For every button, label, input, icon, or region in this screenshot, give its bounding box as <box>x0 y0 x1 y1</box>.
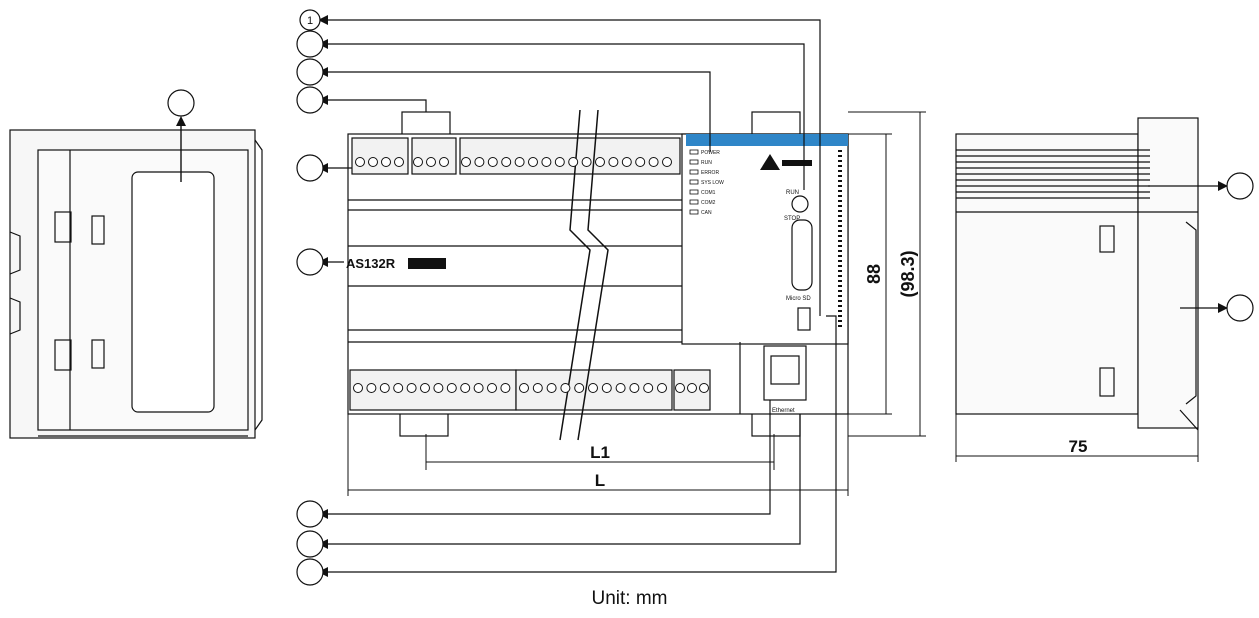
right-dimension-lines <box>955 414 1199 462</box>
terminal-screw <box>568 157 579 167</box>
callout-11 <box>1226 172 1254 200</box>
led-com1 <box>689 189 699 195</box>
terminal-screw <box>601 383 612 393</box>
terminal-screw <box>433 383 444 393</box>
dim-height-total: (98.3) <box>898 250 918 297</box>
switch-label-stop: STOP <box>784 216 800 222</box>
terminal-screw <box>439 157 449 167</box>
dim-depth: 75 <box>1069 437 1088 456</box>
terminal-screw <box>648 157 659 167</box>
callout-5 <box>296 154 324 182</box>
terminal-screw <box>675 383 685 393</box>
terminal-screw <box>699 383 709 393</box>
terminal-screw <box>657 383 667 393</box>
terminal-screw <box>379 383 390 393</box>
callout-left-arrow <box>176 116 186 182</box>
front-dimension-lines <box>347 111 926 496</box>
model-label-bar <box>408 258 446 269</box>
terminal-screw <box>474 157 485 167</box>
terminal-screw <box>588 383 598 393</box>
terminal-screw <box>643 383 654 393</box>
right-side-fins <box>956 149 1150 199</box>
delta-logo <box>760 154 812 170</box>
terminal-screw <box>413 157 423 167</box>
terminal-screw <box>687 383 697 393</box>
led-power <box>689 149 699 155</box>
terminal-screw <box>541 157 552 167</box>
terminal-screw <box>393 383 404 393</box>
terminal-screw <box>394 157 404 167</box>
terminal-screw <box>487 157 498 167</box>
led-label: RUN <box>701 160 712 166</box>
terminal-screw <box>500 383 511 393</box>
terminal-screw <box>621 157 632 167</box>
terminal-screw <box>406 383 417 393</box>
callout-10 <box>167 89 195 117</box>
unit-caption: Unit: mm <box>591 588 668 609</box>
ethernet-label: Ethernet <box>772 408 795 414</box>
terminal-screw <box>460 383 471 393</box>
callout-6 <box>296 248 324 276</box>
terminal-screw <box>532 383 543 393</box>
terminal-screw <box>487 383 497 393</box>
terminal-screw <box>355 157 365 167</box>
terminal-screw <box>426 157 436 167</box>
terminal-screws <box>353 157 709 393</box>
terminal-screw <box>420 383 430 393</box>
callout-3 <box>296 58 324 86</box>
right-side-view <box>955 117 1199 431</box>
terminal-screw <box>608 157 619 167</box>
callout-9 <box>296 558 324 586</box>
callout-4 <box>296 86 324 114</box>
callout-8 <box>296 530 324 558</box>
terminal-screw <box>615 383 626 393</box>
led-label: ERROR <box>701 170 719 176</box>
svg-text:1: 1 <box>307 15 313 27</box>
led-error <box>689 169 699 175</box>
callout-leaders <box>324 19 1222 573</box>
led-label: COM1 <box>701 190 716 196</box>
callout-7 <box>296 500 324 528</box>
terminal-screw <box>519 383 529 393</box>
terminal-screw <box>366 383 377 393</box>
terminal-screw <box>546 383 557 393</box>
switch-label-run: RUN <box>786 190 799 196</box>
led-label: POWER <box>701 150 720 156</box>
terminal-screw <box>461 157 471 167</box>
micro-sd-label: Micro SD <box>786 296 811 302</box>
terminal-screw <box>635 157 646 167</box>
terminal-screw <box>501 157 512 167</box>
model-label: AS132R <box>346 256 396 271</box>
led-com2 <box>689 199 699 205</box>
led-label: SYS LOW <box>701 180 724 186</box>
terminal-screw <box>595 157 605 167</box>
terminal-screw <box>353 383 363 393</box>
led-run <box>689 159 699 165</box>
dim-l1: L1 <box>590 443 610 462</box>
terminal-screw <box>473 383 484 393</box>
led-label: CAN <box>701 210 712 216</box>
callout-1: 1 <box>299 9 321 31</box>
dim-height: 88 <box>864 264 884 284</box>
callout-2 <box>296 30 324 58</box>
terminal-screw <box>629 383 640 393</box>
terminal-screw <box>368 157 378 167</box>
terminal-screw <box>446 383 457 393</box>
terminal-screw <box>574 383 585 393</box>
led-sys-low <box>689 179 699 185</box>
terminal-screw <box>554 157 565 167</box>
callout-12 <box>1226 294 1254 322</box>
terminal-screw <box>514 157 525 167</box>
dim-l: L <box>595 471 605 490</box>
led-label: COM2 <box>701 200 716 206</box>
terminal-screw <box>381 157 391 167</box>
terminal-screw <box>560 383 571 393</box>
left-side-view <box>9 129 263 439</box>
terminal-screw <box>581 157 592 167</box>
led-can <box>689 209 699 215</box>
terminal-screw <box>528 157 538 167</box>
terminal-screw <box>662 157 672 167</box>
